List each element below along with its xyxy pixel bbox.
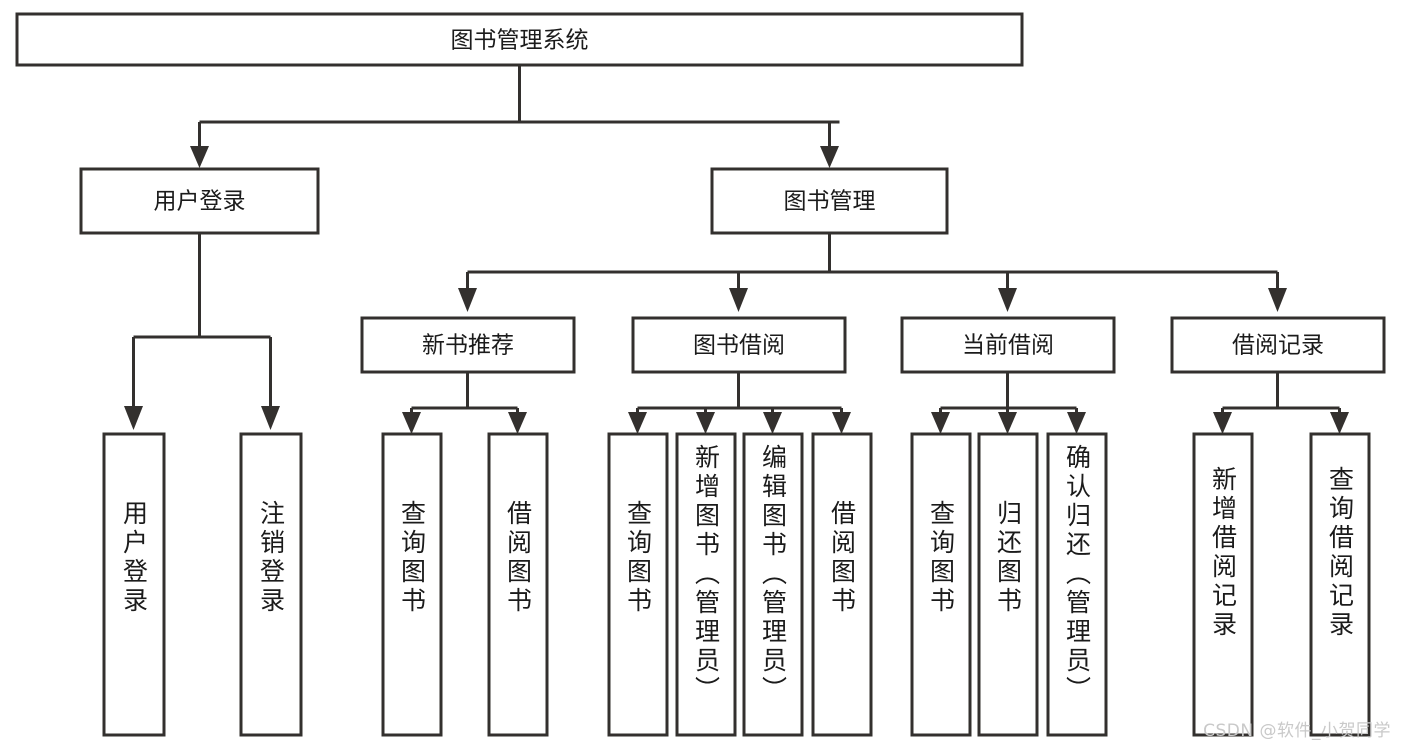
node-leaf-query-record-box[interactable] — [1309, 432, 1371, 737]
arrow-head-leaf-logout — [261, 406, 280, 430]
arrow-head-leaf-query-book-3 — [931, 412, 950, 434]
arrow-head-leaf-edit-book — [763, 412, 782, 434]
node-new-book-recommend-label: 新书推荐 — [422, 333, 514, 359]
arrow-head-leaf-query-book-1 — [402, 412, 421, 434]
node-root[interactable]: 图书管理系统 — [15, 12, 1024, 67]
arrow-head-leaf-user-login — [124, 406, 143, 430]
arrow-head-leaf-add-record — [1213, 412, 1232, 434]
node-leaf-add-record-box[interactable] — [1192, 432, 1254, 737]
node-new-book-recommend[interactable]: 新书推荐 — [360, 316, 576, 374]
node-new-book-recommend-box[interactable] — [360, 316, 576, 374]
node-book-manage-box[interactable] — [710, 167, 949, 235]
node-user-login[interactable]: 用户登录 — [79, 167, 320, 235]
node-leaf-edit-book-box[interactable] — [742, 432, 804, 737]
node-user-login-box[interactable] — [79, 167, 320, 235]
arrow-head-book-manage — [820, 146, 839, 168]
node-root-label: 图书管理系统 — [451, 28, 589, 54]
node-current-borrow-box[interactable] — [900, 316, 1116, 374]
node-leaf-user-login-box[interactable] — [102, 432, 166, 737]
arrow-head-leaf-confirm-return — [1067, 412, 1086, 434]
arrow-head-leaf-borrow-book-2 — [832, 412, 851, 434]
arrow-head-leaf-return-book — [998, 412, 1017, 434]
node-user-login-label: 用户登录 — [154, 189, 246, 215]
node-leaf-query-book-1-box[interactable] — [381, 432, 443, 737]
connector-layer — [124, 65, 1349, 434]
node-leaf-borrow-book-1-box[interactable] — [487, 432, 549, 737]
arrow-head-current-borrow — [998, 288, 1017, 312]
node-borrow-record[interactable]: 借阅记录 — [1170, 316, 1386, 374]
arrow-head-leaf-borrow-book-1 — [508, 412, 527, 434]
node-book-borrow[interactable]: 图书借阅 — [631, 316, 847, 374]
node-leaf-query-book-3-box[interactable] — [910, 432, 972, 737]
node-leaf-borrow-book-2-box[interactable] — [811, 432, 873, 737]
node-leaf-query-book-2-box[interactable] — [607, 432, 669, 737]
node-root-box[interactable] — [15, 12, 1024, 67]
node-book-manage[interactable]: 图书管理 — [710, 167, 949, 235]
arrow-head-leaf-query-record — [1330, 412, 1349, 434]
node-current-borrow[interactable]: 当前借阅 — [900, 316, 1116, 374]
node-borrow-record-box[interactable] — [1170, 316, 1386, 374]
node-leaf-logout-box[interactable] — [239, 432, 303, 737]
node-leaf-confirm-return-box[interactable] — [1046, 432, 1108, 737]
arrow-head-leaf-query-book-2 — [628, 412, 647, 434]
node-current-borrow-label: 当前借阅 — [962, 333, 1054, 359]
node-leaf-return-book-box[interactable] — [977, 432, 1039, 737]
node-book-manage-label: 图书管理 — [784, 189, 876, 215]
node-book-borrow-label: 图书借阅 — [693, 333, 785, 359]
arrow-head-user-login — [190, 146, 209, 168]
node-book-borrow-box[interactable] — [631, 316, 847, 374]
node-borrow-record-label: 借阅记录 — [1232, 333, 1324, 359]
arrow-head-borrow-record — [1268, 288, 1287, 312]
arrow-head-book-borrow — [729, 288, 748, 312]
arrow-head-leaf-add-book — [696, 412, 715, 434]
node-leaf-add-book-box[interactable] — [675, 432, 737, 737]
leaf-box-layer — [102, 432, 1371, 737]
arrow-head-new-book-recommend — [458, 288, 477, 312]
watermark-text: CSDN @软件_小贺同学 — [1203, 721, 1391, 741]
